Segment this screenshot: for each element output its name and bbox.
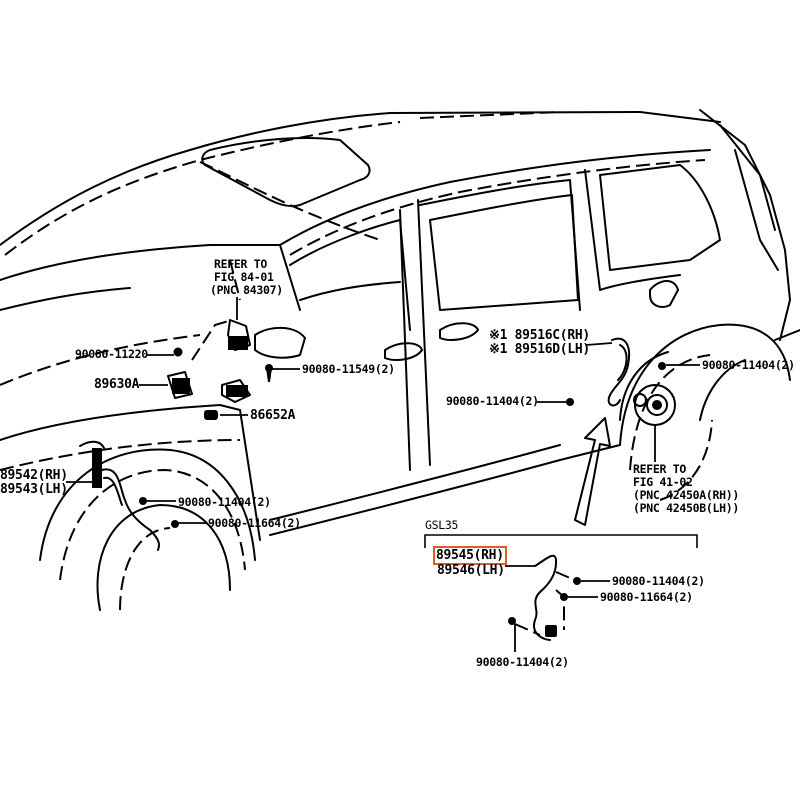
inset-bolt-a[interactable]: 90080-11404(2)	[612, 574, 705, 588]
part-label-89516c-rh[interactable]: ※1 89516C(RH)	[489, 328, 590, 343]
inset-bolt-c[interactable]: 90080-11404(2)	[476, 655, 569, 669]
part-label-rear-bolt-mid[interactable]: 90080-11404(2)	[446, 394, 539, 408]
refer-rear-line1: REFER TO	[633, 462, 686, 476]
refer-rear-line2: FIG 41-02	[633, 475, 693, 489]
part-label-90080-11549[interactable]: 90080-11549(2)	[302, 362, 395, 376]
inset-bolt-b[interactable]: 90080-11664(2)	[600, 590, 693, 604]
refer-rear-line3: (PNC 42450A(RH))	[633, 488, 739, 502]
part-label-89546-lh[interactable]: 89546(LH)	[437, 563, 505, 578]
part-label-front-bolt-a[interactable]: 90080-11404(2)	[178, 495, 271, 509]
refer-front-line3: (PNC 84307)	[210, 283, 283, 297]
inset-code: GSL35	[425, 518, 459, 532]
refer-front-line1: REFER TO	[214, 257, 267, 271]
refer-front-line2: FIG 84-01	[214, 270, 274, 284]
part-label-89543-lh[interactable]: 89543(LH)	[0, 482, 68, 497]
part-label-89516d-lh[interactable]: ※1 89516D(LH)	[489, 342, 590, 357]
part-label-89542-rh[interactable]: 89542(RH)	[0, 468, 68, 483]
part-label-89630a[interactable]: 89630A	[94, 377, 140, 392]
part-label-front-bolt-b[interactable]: 90080-11664(2)	[208, 516, 301, 530]
refer-rear-line4: (PNC 42450B(LH))	[633, 501, 739, 515]
part-label-rear-bolt-top[interactable]: 90080-11404(2)	[702, 358, 795, 372]
part-label-89545-rh-highlighted[interactable]: 89545(RH)	[433, 546, 507, 565]
part-label-90080-11220[interactable]: 90080-11220	[75, 347, 148, 361]
part-label-86652a[interactable]: 86652A	[250, 408, 296, 423]
